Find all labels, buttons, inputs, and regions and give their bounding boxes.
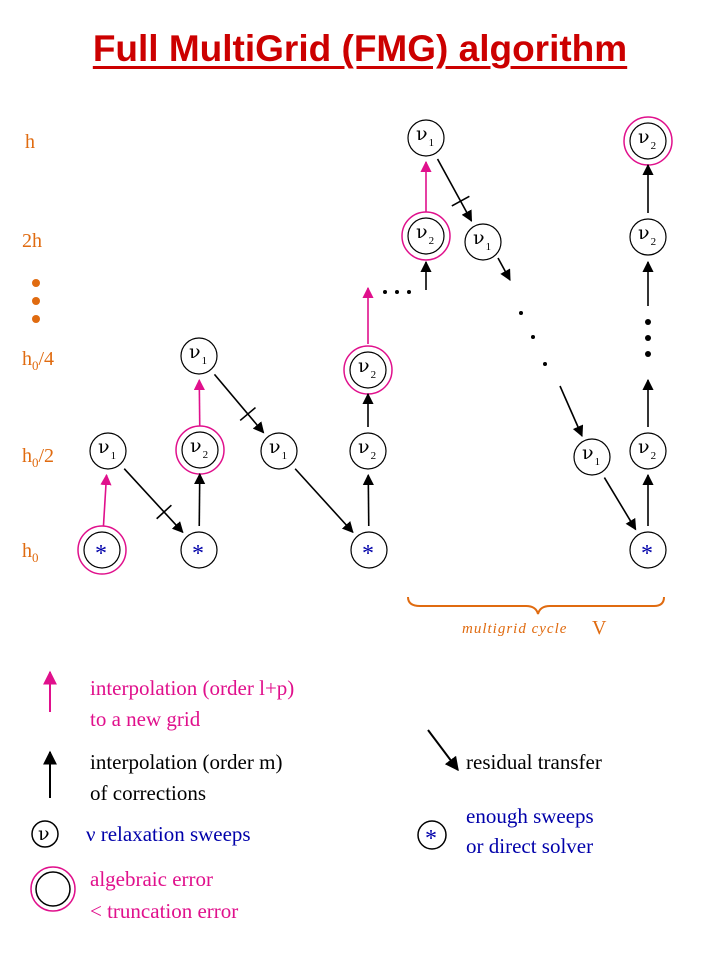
residual-transfer-arrow xyxy=(559,385,584,438)
nu2-label: ν2 xyxy=(190,435,208,461)
legend-enough-line2: or direct solver xyxy=(466,834,593,858)
nu1-label: ν1 xyxy=(269,436,287,462)
residual-transfer-arrow xyxy=(294,468,354,534)
star-label: * xyxy=(95,541,107,567)
nu1-label: ν1 xyxy=(98,436,116,462)
cycle-brace xyxy=(407,596,665,615)
legend-nu-symbol: ν xyxy=(38,823,50,845)
legend-interp-corr-line2: of corrections xyxy=(90,781,206,805)
nu2-label: ν2 xyxy=(638,222,656,248)
node-relax-a5: ν2 xyxy=(349,432,387,470)
node-direct-solve: * xyxy=(350,531,388,569)
interpolation-new-grid-arrow xyxy=(100,473,112,527)
nu2-label: ν2 xyxy=(638,436,656,462)
level-dots xyxy=(32,279,40,323)
nodes-layer: * ν1 * ν2 ν1 ν1 * ν2 ν2 ν2 ν1 ν1 ν1 * ν2 ν2 ν2 xyxy=(77,116,673,575)
node-circle xyxy=(89,432,127,470)
nu1-label: ν1 xyxy=(189,341,207,367)
residual-transfer-arrow xyxy=(123,468,184,534)
node-relax-a9: ν1 xyxy=(464,223,502,261)
residual-transfer-arrow xyxy=(497,257,511,281)
node-relax-a12: ν2 xyxy=(629,218,667,256)
star-label: * xyxy=(192,541,204,567)
star-label: * xyxy=(362,541,374,567)
legend-residual-arrow-icon xyxy=(427,729,459,772)
residual-transfer-arrow xyxy=(603,477,637,531)
node-circle xyxy=(464,223,502,261)
node-relax-a6: ν2 xyxy=(343,345,393,395)
interpolation-correction-arrow xyxy=(362,473,374,527)
node-circle xyxy=(349,432,387,470)
residual-transfer-arrow xyxy=(213,373,265,434)
legend-algebraic-line2: < truncation error xyxy=(90,899,238,923)
nu1-label: ν1 xyxy=(582,442,600,468)
node-circle xyxy=(180,337,218,375)
level-label-h0-2: h0/2 xyxy=(22,445,54,470)
node-relax-a8: ν1 xyxy=(407,119,445,157)
node-relax-a2: ν2 xyxy=(175,425,225,475)
ellipsis-top xyxy=(383,290,411,294)
node-direct-solve: * xyxy=(77,525,127,575)
level-label-h0: h0 xyxy=(22,540,39,565)
node-circle xyxy=(407,217,445,255)
node-direct-solve: * xyxy=(629,531,667,569)
error-ring xyxy=(77,525,127,575)
edges-layer xyxy=(100,158,654,534)
cycle-label: multigrid cycle xyxy=(462,621,567,637)
node-circle xyxy=(260,432,298,470)
page-title: Full MultiGrid (FMG) algorithm xyxy=(92,28,628,69)
node-circle xyxy=(180,531,218,569)
node-relax-a1: ν1 xyxy=(89,432,127,470)
node-relax-a13: ν2 xyxy=(623,116,673,166)
nu2-label: ν2 xyxy=(358,436,376,462)
legend-star-circle-icon xyxy=(417,820,447,850)
interpolation-correction-arrow xyxy=(194,472,206,527)
node-relax-a11: ν2 xyxy=(629,432,667,470)
node-direct-solve: * xyxy=(180,531,218,569)
legend-nu-circle-icon xyxy=(31,820,59,848)
nu2-label: ν2 xyxy=(358,355,376,381)
node-circle xyxy=(181,431,219,469)
nu2-label: ν2 xyxy=(638,126,656,152)
legend-interp-corr-line1: interpolation (order m) xyxy=(90,750,282,774)
node-circle xyxy=(407,119,445,157)
node-circle xyxy=(573,438,611,476)
node-circle xyxy=(629,432,667,470)
residual-tick xyxy=(156,504,172,520)
node-relax-a7: ν2 xyxy=(401,211,451,261)
node-relax-a4: ν1 xyxy=(260,432,298,470)
node-circle xyxy=(629,531,667,569)
level-label-h: h xyxy=(25,131,35,153)
level-label-h0-4: h0/4 xyxy=(22,348,54,373)
node-circle xyxy=(83,531,121,569)
residual-transfer-arrow xyxy=(436,158,473,222)
node-circle xyxy=(629,218,667,256)
legend-star-symbol: * xyxy=(425,826,437,852)
nu1-label: ν1 xyxy=(473,227,491,253)
legend-residual: residual transfer xyxy=(466,750,602,774)
legend-algebraic-outer-circle-icon xyxy=(30,866,76,912)
legend-relax: ν relaxation sweeps xyxy=(86,822,251,846)
nu1-label: ν1 xyxy=(416,123,434,149)
node-relax-a10: ν1 xyxy=(573,438,611,476)
legend-enough-line1: enough sweeps xyxy=(466,804,594,828)
residual-tick xyxy=(239,406,256,422)
cycle-symbol: V xyxy=(592,617,607,639)
node-circle xyxy=(629,122,667,160)
ellipsis-vertical xyxy=(645,319,651,357)
residual-tick xyxy=(451,195,470,207)
level-label-2h: 2h xyxy=(22,230,42,252)
ellipsis-diagonal xyxy=(519,311,547,366)
node-relax-a3: ν1 xyxy=(180,337,218,375)
legend-algebraic-line1: algebraic error xyxy=(90,867,213,891)
star-label: * xyxy=(641,541,653,567)
legend-algebraic-inner-circle-icon xyxy=(35,871,71,907)
node-circle xyxy=(349,351,387,389)
legend-interp-new-line1: interpolation (order l+p) xyxy=(90,676,294,700)
node-circle xyxy=(350,531,388,569)
nu2-label: ν2 xyxy=(416,221,434,247)
legend-interp-new-line2: to a new grid xyxy=(90,707,201,731)
